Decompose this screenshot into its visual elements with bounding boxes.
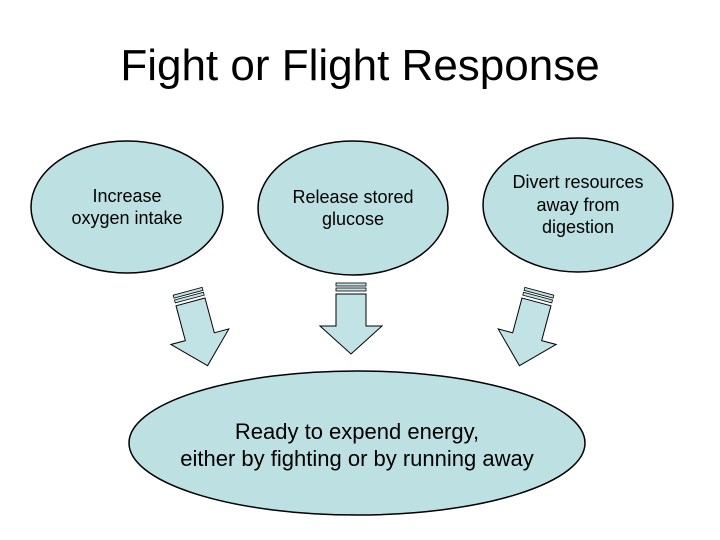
node-digestion-label: Divert resources away from digestion	[512, 172, 644, 238]
page-title: Fight or Flight Response	[120, 41, 600, 90]
arrow-right	[497, 286, 558, 367]
node-glucose-shape	[257, 140, 449, 276]
arrow-center	[318, 282, 384, 355]
node-oxygen-shape	[30, 140, 224, 274]
node-digestion-shape	[482, 137, 674, 273]
node-result-label: Ready to expend energy, either by fighti…	[180, 418, 534, 472]
node-glucose-label: Release stored glucose	[292, 186, 414, 230]
node-oxygen-label: Increase oxygen intake	[71, 185, 183, 229]
node-result-shape	[128, 370, 586, 516]
arrow-left	[169, 286, 230, 367]
